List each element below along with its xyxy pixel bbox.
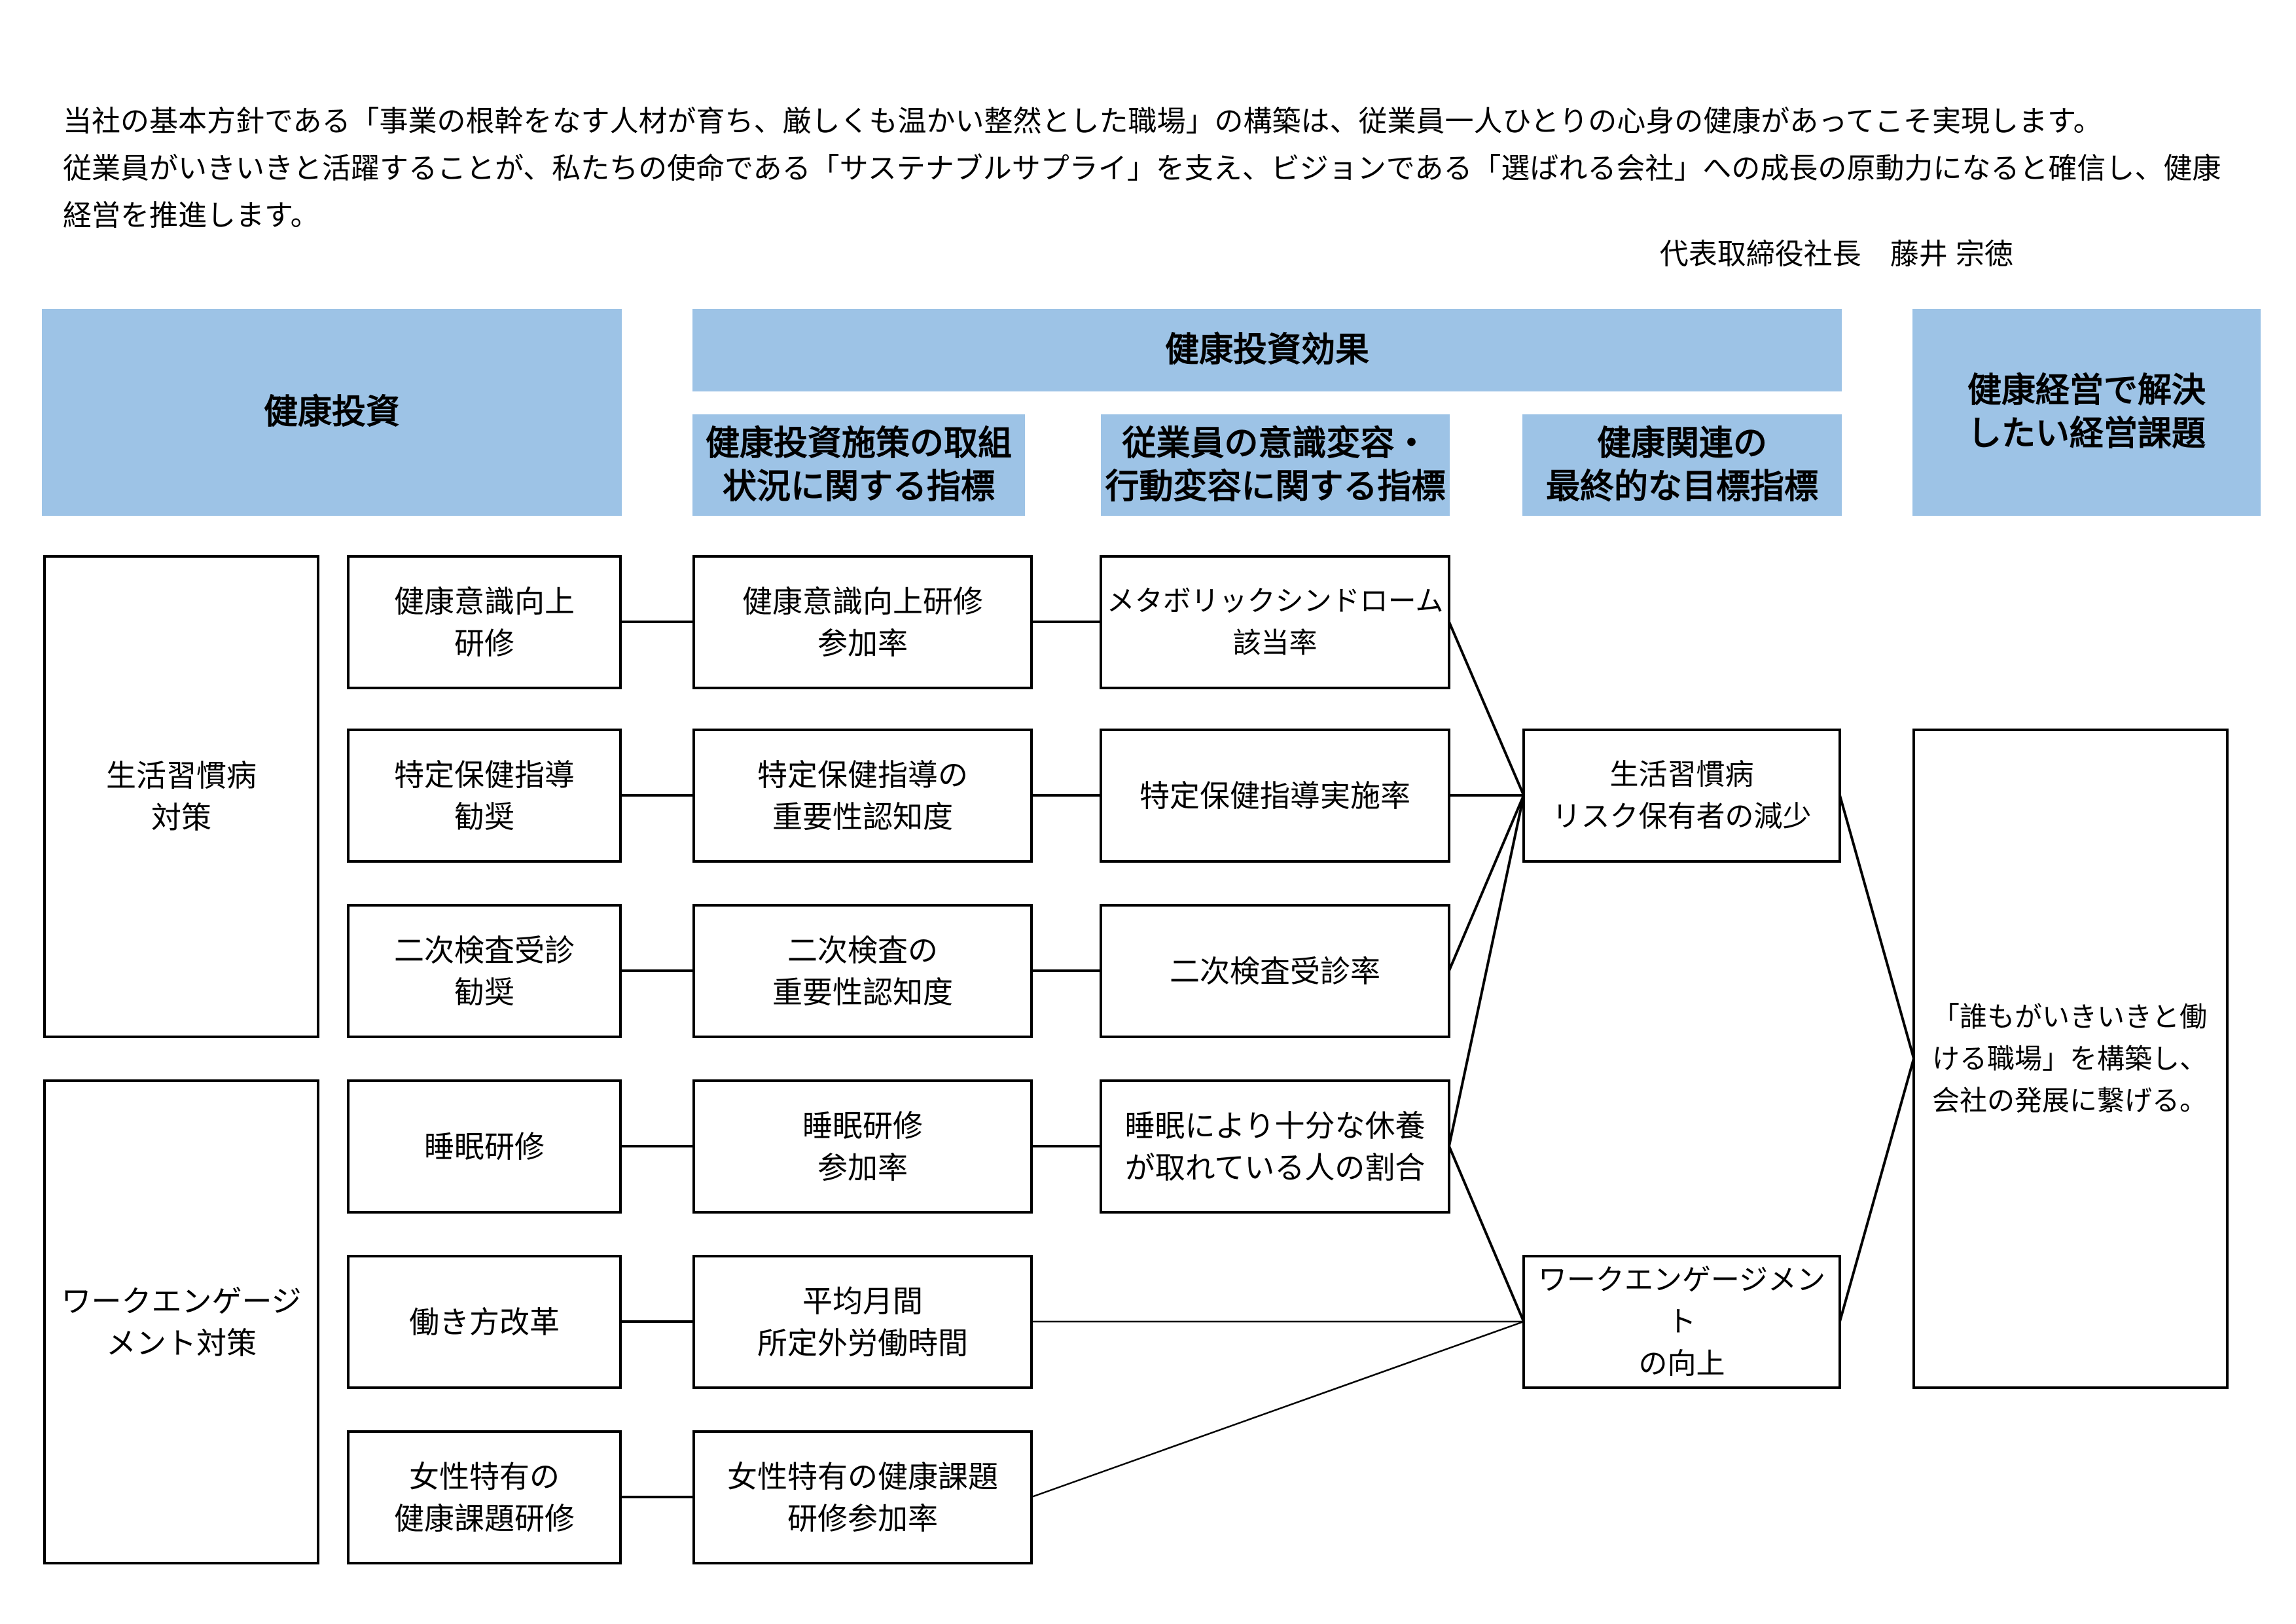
intro-paragraph: 当社の基本方針である「事業の根幹をなす人材が育ち、厳しくも温かい整然とした職場」… [63,98,2262,240]
measure-sleep-training: 睡眠研修 [347,1079,622,1214]
behavior-sufficient-rest-rate: 睡眠により十分な休養 が取れている人の割合 [1100,1079,1450,1214]
final-lifestyle-disease-risk-reduction: 生活習慣病 リスク保有者の減少 [1522,729,1841,863]
intro-line-3: 経営を推進します。 [63,200,319,232]
connector-behavior4-final2 [1448,1146,1525,1322]
behavior-guidance-implementation-rate: 特定保健指導実施率 [1100,729,1450,863]
connector-behavior4-final1 [1448,795,1525,1147]
connector-indicator6-final2 [1031,1320,1524,1498]
behavior-secondary-exam-rate: 二次検査受診率 [1100,904,1450,1038]
indicator-womens-training-participation: 女性特有の健康課題 研修参加率 [692,1430,1033,1564]
measure-health-awareness-training: 健康意識向上 研修 [347,555,622,689]
final-work-engagement-improvement: ワークエンゲージメント の向上 [1522,1255,1841,1389]
connector-final2-goal [1839,1058,1915,1322]
indicator-health-awareness-participation: 健康意識向上研修 参加率 [692,555,1033,689]
behavior-metabolic-syndrome-rate: メタボリックシンドローム 該当率 [1100,555,1450,689]
header-health-investment: 健康投資 [42,309,622,516]
measure-secondary-exam: 二次検査受診 勧奨 [347,904,622,1038]
measure-workstyle-reform: 働き方改革 [347,1255,622,1389]
intro-line-1: 当社の基本方針である「事業の根幹をなす人材が育ち、厳しくも温かい整然とした職場」… [63,105,2102,137]
header-initiative-status-indicator: 健康投資施策の取組 状況に関する指標 [692,414,1025,516]
indicator-monthly-overtime: 平均月間 所定外労働時間 [692,1255,1033,1389]
indicator-sleep-training-participation: 睡眠研修 参加率 [692,1079,1033,1214]
connector-behavior3-final1 [1448,795,1525,971]
indicator-secondary-exam-importance: 二次検査の 重要性認知度 [692,904,1033,1038]
category-lifestyle-disease: 生活習慣病 対策 [43,555,319,1038]
header-awareness-behavior-indicator: 従業員の意識変容・ 行動変容に関する指標 [1101,414,1450,516]
president-signature: 代表取締役社長 藤井 宗徳 [1659,238,2013,270]
connector-final1-goal [1839,795,1915,1059]
management-goal: 「誰もがいきいきと働 ける職場」を構築し、 会社の発展に繋げる。 [1912,729,2229,1389]
connector-behavior1-final1 [1448,621,1525,796]
header-final-target-indicator: 健康関連の 最終的な目標指標 [1522,414,1842,516]
measure-specific-health-guidance: 特定保健指導 勧奨 [347,729,622,863]
indicator-guidance-importance-awareness: 特定保健指導の 重要性認知度 [692,729,1033,863]
intro-line-2: 従業員がいきいきと活躍することが、私たちの使命である「サステナブルサプライ」を支… [63,153,2221,185]
header-management-issue: 健康経営で解決 したい経営課題 [1912,309,2261,516]
header-investment-effect: 健康投資効果 [692,309,1842,391]
measure-womens-health-training: 女性特有の 健康課題研修 [347,1430,622,1564]
category-work-engagement: ワークエンゲージ メント対策 [43,1079,319,1564]
